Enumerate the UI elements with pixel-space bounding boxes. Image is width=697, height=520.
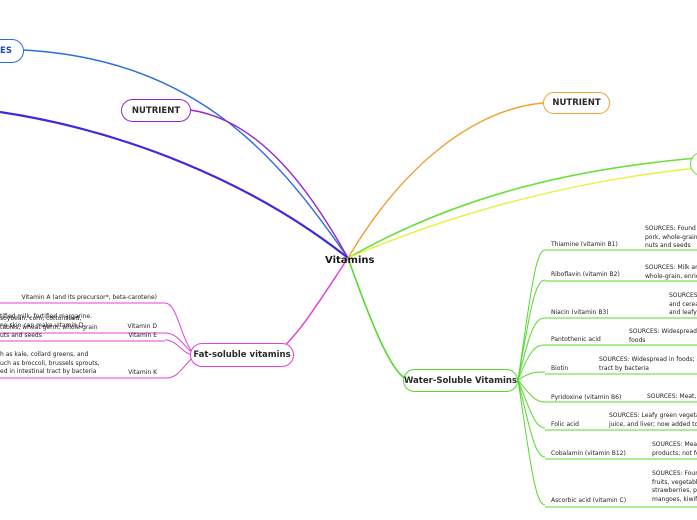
node-label: NUTRIENT xyxy=(552,98,601,108)
water-item-2-name: Riboflavin (vitamin B2) xyxy=(551,271,620,278)
water-item-9-name: Ascorbic acid (vitamin C) xyxy=(551,497,627,504)
node-nutrient-right[interactable]: NUTRIENT xyxy=(543,92,610,114)
branch-link-nutrient-right xyxy=(347,102,544,259)
node-label: ES xyxy=(0,46,12,56)
branch-link-top-left xyxy=(23,49,349,259)
water-link-7 xyxy=(517,379,546,429)
water-link-2 xyxy=(517,279,546,381)
branch-link-right-lime xyxy=(347,157,697,259)
water-item-4-name: Pantothenic acid xyxy=(551,336,601,343)
fat-item-e-desc: soybean, corn, cottonseed,tables; wheat … xyxy=(0,315,98,339)
branch-link-fat xyxy=(269,257,349,356)
fat-item-e-name: Vitamin E xyxy=(128,332,157,339)
fat-item-d-name: Vitamin D xyxy=(127,323,157,330)
node-fat-soluble[interactable]: Fat-soluble vitamins xyxy=(190,343,294,367)
node-top-left-partial[interactable]: ES xyxy=(0,39,24,63)
water-item-7-name: Folic acid xyxy=(551,421,579,428)
water-item-6-name: Pyridoxine (vitamin B6) xyxy=(551,394,622,401)
central-topic[interactable]: Vitamins xyxy=(325,255,375,266)
branch-link-right-yellow xyxy=(347,167,697,259)
water-link-6 xyxy=(517,379,546,403)
branch-link-nutrient-left xyxy=(189,109,349,259)
water-link-1 xyxy=(517,249,546,381)
branch-link-water xyxy=(347,257,406,379)
water-item-5-name: Biotin xyxy=(551,365,569,372)
fat-item-a-name: Vitamin A (and its precursor*, beta-caro… xyxy=(21,294,157,301)
water-link-4 xyxy=(517,344,546,381)
branch-link-left-indigo xyxy=(0,110,349,259)
water-item-1-name: Thiamine (vitamin B1) xyxy=(551,241,618,248)
water-link-8 xyxy=(517,379,546,458)
node-water-soluble[interactable]: Water-Soluble Vitamins xyxy=(403,369,518,392)
water-link-9 xyxy=(517,379,546,506)
node-label: Water-Soluble Vitamins xyxy=(403,375,518,386)
water-item-3-name: Niacin (vitamin B3) xyxy=(551,309,609,316)
node-label: Fat-soluble vitamins xyxy=(193,350,291,360)
water-item-6-sources: SOURCES: Meat, f xyxy=(647,393,697,400)
water-item-8-name: Cobalamin (vitamin B12) xyxy=(551,450,626,457)
water-link-3 xyxy=(517,317,546,381)
fat-item-k-name: Vitamin K xyxy=(128,369,157,376)
node-label: NUTRIENT xyxy=(131,105,181,116)
node-nutrient-left[interactable]: NUTRIENT xyxy=(121,99,191,122)
water-link-5 xyxy=(517,371,546,381)
fat-item-d-sources: tified milk, fortified margarine.ne skin… xyxy=(0,313,93,329)
